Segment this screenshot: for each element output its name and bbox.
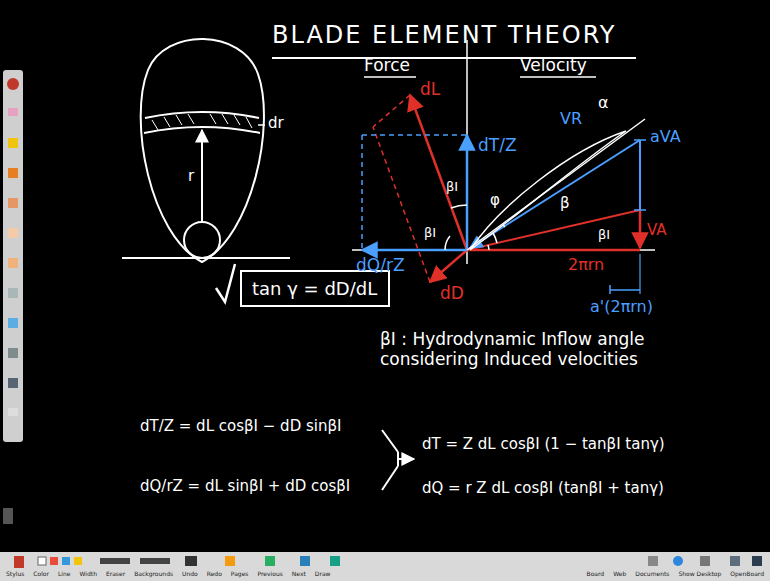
toolbar-label: Width <box>80 571 97 578</box>
velocity-label: 2πrn <box>568 256 604 274</box>
toolbar-labels: Board Web Documents Show Desktop OpenBoard <box>587 571 764 578</box>
toolbar-icons <box>14 556 762 568</box>
toolbar-label: Color <box>33 571 49 578</box>
toolbar-label: Stylus <box>6 571 24 578</box>
angle-label: βI <box>598 228 610 243</box>
toolbar-label: Board <box>587 571 605 578</box>
definition-note: βI : Hydrodynamic Inflow angle consideri… <box>380 330 720 369</box>
equation: dQ/rZ = dL sinβI + dD cosβI <box>140 478 350 495</box>
section-header: Force <box>364 56 410 76</box>
title: BLADE ELEMENT THEORY <box>272 22 616 50</box>
force-label: dL <box>420 80 440 100</box>
angle-label: φ <box>490 192 500 209</box>
formula-text: tan γ = dD/dL <box>252 278 378 299</box>
angle-label: β <box>560 195 570 212</box>
angle-label: βI <box>446 180 458 195</box>
implication-arrow <box>382 430 414 490</box>
toolbar-label: Redo <box>207 571 222 578</box>
page-tab <box>3 508 13 524</box>
toolbar-label: Backgrounds <box>134 571 173 578</box>
force-label: dD <box>440 284 464 304</box>
equation: dT = Z dL cosβI (1 − tanβI tanγ) <box>422 436 665 453</box>
bottom-toolbar <box>0 552 770 581</box>
check-mark <box>216 264 235 302</box>
toolbar-label: Undo <box>182 571 198 578</box>
velocity-diagram <box>467 119 646 294</box>
toolbar-label: Line <box>58 571 71 578</box>
blade-sketch <box>122 39 290 262</box>
header-underline <box>520 76 596 78</box>
angle-label: α <box>598 94 609 112</box>
formula-box: tan γ = dD/dL <box>240 270 390 307</box>
equation: dQ = r Z dL cosβI (tanβI + tanγ) <box>422 480 664 497</box>
toolbar-label: Pages <box>231 571 249 578</box>
toolbar-label: Eraser <box>106 571 125 578</box>
force-label: dT/Z <box>478 136 517 156</box>
velocity-label: VA <box>647 222 667 239</box>
equation: dT/Z = dL cosβI − dD sinβI <box>140 418 341 435</box>
force-diagram <box>362 95 467 282</box>
velocity-label: aVA <box>650 128 681 146</box>
header-underline <box>364 76 416 78</box>
toolbar-label: Next <box>292 571 306 578</box>
force-label: dQ/rZ <box>356 256 405 276</box>
section-header: Velocity <box>520 56 587 76</box>
axes <box>352 40 655 264</box>
radius-label: r <box>188 168 194 185</box>
side-toolbar-icons <box>7 78 19 416</box>
toolbar-label: Previous <box>258 571 283 578</box>
angle-label: βI <box>424 226 436 241</box>
dimension-label: dr <box>268 115 284 132</box>
velocity-label: VR <box>560 110 582 128</box>
side-toolbar <box>3 70 23 442</box>
toolbar-label: Show Desktop <box>678 571 721 578</box>
toolbar-label: OpenBoard <box>730 571 764 578</box>
velocity-label: a'(2πrn) <box>590 298 653 316</box>
toolbar-labels: Stylus Color Line Width Eraser Backgrounds Und… <box>6 571 331 578</box>
toolbar-label: Web <box>613 571 626 578</box>
toolbar-label: Draw <box>315 571 331 578</box>
toolbar-label: Documents <box>635 571 669 578</box>
